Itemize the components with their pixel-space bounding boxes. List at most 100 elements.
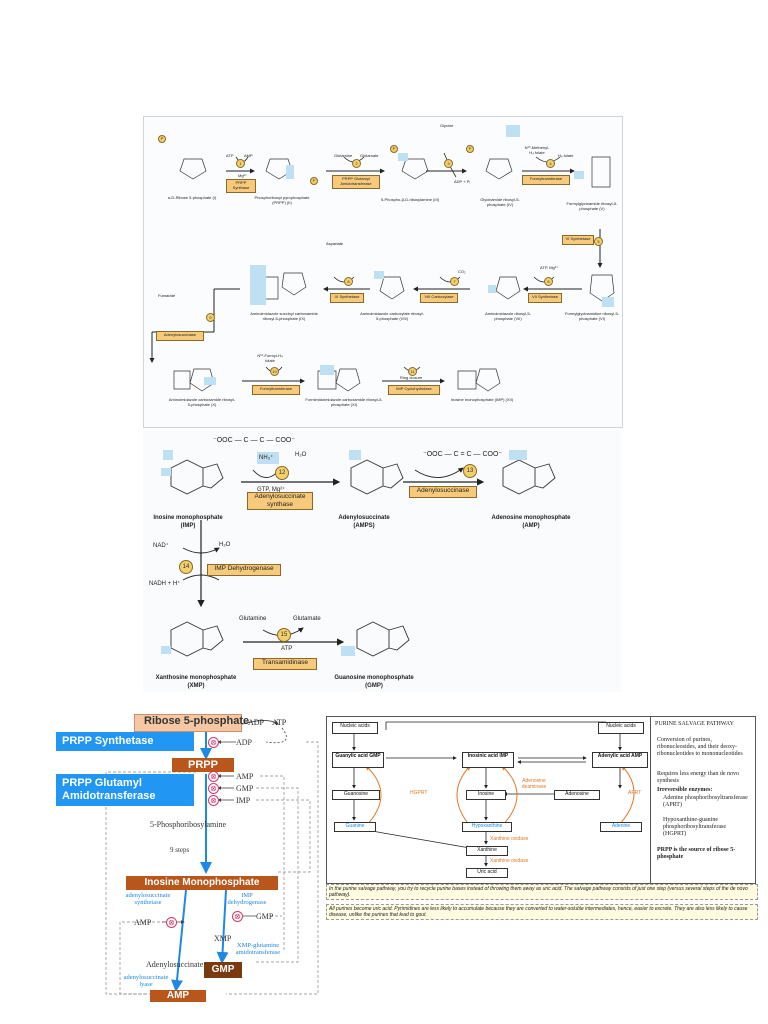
adenylosuccinate-synthetase: adenylosuccinate synthetase	[125, 892, 171, 906]
phosphate-2: P	[310, 177, 318, 185]
box-nucleic-right: Nucleic acids	[598, 722, 644, 734]
step-11: 11	[408, 367, 417, 376]
regulation-arrows	[105, 720, 319, 995]
prpp-glutamyl-amidotransferase: PRPP Glutamyl Amidotransferase	[56, 774, 194, 806]
caption-2: All purines become uric acid. Pyrimidine…	[326, 904, 758, 920]
enzyme-prpp-synthase: PRPP Synthase	[226, 179, 256, 193]
xmp-glutamine-amidotransferase: XMP-glutamine amidotransferase	[235, 942, 281, 956]
box-uric-acid: Uric acid	[466, 868, 508, 878]
aspartate-formula: ⁻OOC — C — C — COO⁻	[213, 437, 296, 444]
step-1: 1	[236, 159, 245, 168]
gtp-label: GTP, Mg²⁺	[257, 487, 286, 493]
step-7: 7	[450, 277, 459, 286]
inhibitor-amp: AMP	[236, 772, 254, 781]
compound-ix: Aminoimidazole succinyl carboxamide ribo…	[250, 311, 318, 321]
atp-label: ATP	[281, 646, 293, 652]
inosine-monophosphate-box: Inosine Monophosphate	[126, 876, 278, 890]
inhibitor-imp: IMP	[236, 796, 251, 805]
label-hgprt: HGPRT	[410, 790, 428, 796]
inhibit-icon-gmp-2: ⊗	[232, 911, 243, 922]
denovo-arrows	[149, 125, 615, 392]
salvage-panel: Nucleic acids Nucleic acids Guanylic aci…	[326, 714, 758, 928]
imp-conversion-panel: ⁻OOC — C — C — COO⁻ NH₃⁺ H₂O GTP, Mg²⁺ ⁻…	[143, 430, 621, 692]
enzyme-glutamyl-amidotransferase: PRPP Glutamyl Amidotransferase	[332, 175, 380, 189]
ribose-5-phosphate-box	[134, 714, 242, 732]
denovo-panel: P P P P PRPP Synthase PRPP Glutamyl Amid…	[143, 116, 623, 428]
label-adenosine-deaminase: Adenosine deaminase	[521, 778, 547, 790]
enzyme-vi-synthetase: VI Synthetase	[562, 235, 594, 245]
compound-amp: Adenosine monophosphate (AMP)	[491, 515, 571, 529]
caption-1: In the purine salvage pathway, you try t…	[326, 884, 758, 900]
xmp-label: XMP	[214, 934, 232, 943]
notes-last: PRPP is the source of ribose 5-phosphate	[657, 847, 736, 860]
imp-dehydrogenase-reg: IMP dehydrogenase	[227, 892, 267, 906]
box-guanosine: Guanosine	[332, 790, 380, 800]
reagent-adp-pi: ADP + Pᵢ	[454, 179, 471, 184]
reagent-atp: ATP	[226, 153, 234, 158]
salvage-notes: PURINE SALVAGE PATHWAY Conversion of pur…	[650, 716, 756, 884]
enzyme-viii-carboxylase: VIII Carboxylase	[420, 293, 458, 303]
enzyme-vii-synthetase: VII Synthetase	[528, 293, 562, 303]
step-8: 8	[344, 277, 353, 286]
regulation-panel: Ribose 5-phosphate ADP ATP PRPP Syntheta…	[46, 712, 324, 1004]
box-xanthine: Xanthine	[466, 846, 508, 856]
inhibit-icon-imp: ⊗	[208, 795, 219, 806]
step-9: 9	[206, 313, 215, 322]
enzyme-adenylosuccinase-1: Adenylosuccinase	[156, 331, 204, 341]
reagent-h4folate: H₄ folate	[558, 153, 574, 158]
reagent-glutamine: Glutamine	[334, 153, 353, 158]
enzyme-imp-cyclohydrolase: IMP Cyclohydrolase	[388, 385, 440, 395]
step-3: 3	[444, 159, 453, 168]
enzyme-adenylosuccinate-synthase: Adenylosuccinate synthase	[247, 492, 313, 510]
label-xanthine-oxidase-2: Xanthine oxidase	[490, 858, 529, 864]
compound-viii: Aminoimidazole carboxylate ribosyl-5-pho…	[360, 311, 424, 321]
reagent-n10: N¹⁰-Methenyl-H₄ folate	[524, 145, 550, 155]
enzyme-transamidinase: Transamidinase	[253, 658, 317, 670]
compound-iv: Glycinamide ribosyl-5-phosphate (IV)	[480, 197, 520, 207]
step-10: 10	[270, 367, 279, 376]
enzyme-imp-dehydrogenase: IMP Dehydrogenase	[207, 564, 281, 576]
label-aprt: APRT	[628, 790, 642, 796]
amp-inhibitor-label: AMP	[134, 918, 152, 927]
box-inosine: Inosine	[466, 790, 506, 800]
box-adenosine: Adenosine	[554, 790, 600, 800]
glutamine-label: Glutamine	[239, 616, 267, 622]
inhibit-icon-amp: ⊗	[208, 771, 219, 782]
compound-vii: Aminoimidazole ribosyl-5-phosphate (VII)	[485, 311, 531, 321]
step-13: 13	[463, 464, 477, 478]
adenylosuccinate-label: Adenylosuccinate	[146, 960, 204, 969]
phosphate-4: P	[466, 145, 474, 153]
compound-xmp: Xanthosine monophosphate (XMP)	[155, 675, 237, 689]
reagent-fumarate: Fumarate	[158, 293, 176, 298]
box-hypoxanthine: Hypoxanthine	[462, 822, 512, 832]
compound-xi: Formimidoimidazole carboxamide ribosyl-5…	[305, 397, 383, 407]
compound-i: α-D-Ribose 5-phosphate (I)	[167, 195, 217, 200]
glutamate-label: Glutamate	[293, 616, 321, 622]
reagent-amp: AMP	[244, 153, 253, 158]
compound-vi: Formylglycinamidine ribosyl-5-phosphate …	[564, 311, 619, 321]
phosphate-1: P	[158, 135, 166, 143]
inhibit-icon-gmp: ⊗	[208, 783, 219, 794]
inhibit-icon-adp: ⊗	[208, 737, 219, 748]
compound-v: Formylglycinamide ribosyl-5-phosphate (V…	[566, 201, 618, 211]
adenylosuccinate-lyase: adenylosuccinate lyase	[123, 974, 169, 988]
amp-box: AMP	[150, 990, 206, 1002]
fumarate-formula: ⁻OOC — C = C — COO⁻	[423, 451, 503, 458]
notes-sub-1: Adenine phosphoribosyltransferase (APRT)	[663, 795, 748, 808]
nine-steps: 9 steps	[170, 846, 190, 854]
step-4: 4	[546, 159, 555, 168]
h2o-label-1: H₂O	[295, 452, 307, 458]
phosphate-3: P	[390, 145, 398, 153]
notes-title: PURINE SALVAGE PATHWAY	[655, 721, 734, 727]
compound-imp: Inosine monophosphate (IMP)	[153, 515, 223, 529]
h2o-label-2: H₂O	[219, 542, 231, 548]
compound-amps: Adenylosuccinate (AMPS)	[338, 515, 390, 529]
compound-iii: 5-Phospho-β-D-ribosylamine (III)	[380, 197, 440, 202]
step-6: 6	[544, 277, 553, 286]
inhibitor-gmp: GMP	[236, 784, 254, 793]
notes-bullet-2: Requires less energy than de novo synthe…	[657, 771, 740, 784]
compound-ii: Phosphoribosyl pyrophosphate (PRPP) (II)	[254, 195, 310, 205]
reagent-aspartate: Aspartate	[326, 241, 344, 246]
step-5: 5	[594, 237, 603, 246]
reagent-co2: CO₂	[458, 269, 466, 274]
